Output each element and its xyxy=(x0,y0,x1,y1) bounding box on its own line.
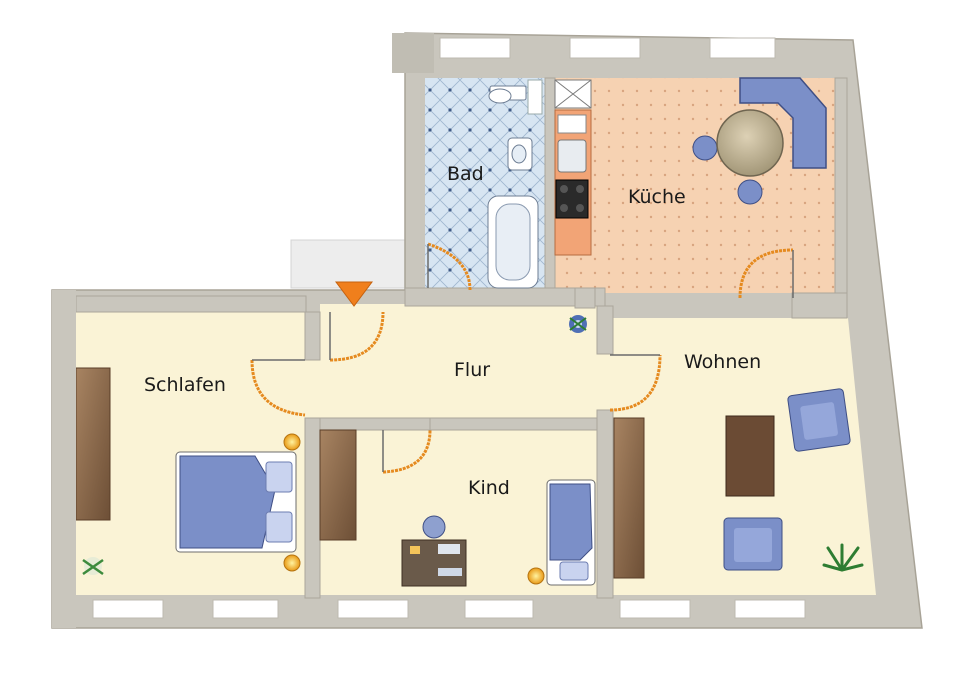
wardrobe xyxy=(319,429,357,541)
entrance-arrow-icon xyxy=(335,281,373,307)
bed-icon xyxy=(546,479,596,586)
door-arcs xyxy=(250,242,794,474)
desk-icon xyxy=(401,515,467,587)
sofa-icon xyxy=(723,517,783,571)
bath-shelf xyxy=(527,79,543,115)
wall-pillar xyxy=(392,33,434,73)
room-label-flur: Flur xyxy=(454,359,490,381)
bathtub-icon xyxy=(487,195,539,289)
door-leaves xyxy=(252,244,794,472)
wardrobe xyxy=(75,367,111,521)
plant-icon xyxy=(822,543,864,572)
wall-left xyxy=(52,290,76,628)
kitchen-counter xyxy=(554,79,592,256)
sink-icon xyxy=(507,137,533,171)
room-label-bad: Bad xyxy=(447,163,484,185)
room-label-kind: Kind xyxy=(468,477,510,499)
room-label-schlafen: Schlafen xyxy=(144,374,226,396)
coffee-table xyxy=(725,415,775,497)
sink-icon xyxy=(557,139,587,173)
room-label-kueche: Küche xyxy=(628,186,686,208)
stove-icon xyxy=(555,179,589,219)
plant-icon xyxy=(82,557,104,576)
lamp-icon xyxy=(283,433,301,451)
armchair-icon xyxy=(787,388,851,452)
bed-icon xyxy=(175,451,297,553)
landing-area xyxy=(290,239,409,289)
room-label-wohnen: Wohnen xyxy=(684,351,761,373)
lamp-icon xyxy=(527,567,545,585)
interior-walls xyxy=(75,77,848,599)
dining-chairs xyxy=(692,135,763,205)
lamp-icon xyxy=(283,554,301,572)
wardrobe xyxy=(613,417,645,579)
plant-icon xyxy=(569,315,587,333)
windows xyxy=(92,37,806,619)
table-icon xyxy=(716,109,784,177)
corner-bench xyxy=(739,77,827,169)
toilet-icon xyxy=(488,85,527,104)
